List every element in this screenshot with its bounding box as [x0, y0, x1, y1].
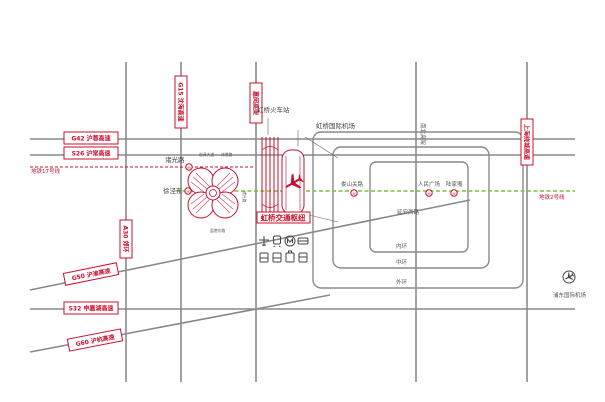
hw-label-s26: S26 沪常高速 [63, 146, 119, 160]
station-loushan: M [350, 189, 358, 197]
pudong-airport-icon [562, 270, 576, 284]
expo-road-east: 诸光路 [242, 191, 247, 203]
hongqiao-airport-label: 虹桥国际机场 [316, 121, 356, 130]
svg-text:上海绕城高速: 上海绕城高速 [523, 124, 531, 160]
station-peoples-square-label: 人民广场 [418, 180, 441, 188]
coach-icon [297, 237, 309, 245]
hub-label: 虹桥交通枢纽 [261, 213, 306, 223]
taxi-icon [285, 250, 295, 263]
svg-text:S26 沪常高速: S26 沪常高速 [72, 150, 111, 158]
middle-ring [332, 146, 490, 269]
svg-text:嘉闵高架: 嘉闵高架 [252, 90, 260, 115]
expo-road-north: 崧泽大道 [199, 152, 214, 157]
svg-text:M: M [427, 192, 430, 196]
svg-text:M: M [187, 166, 190, 170]
inner-ring [369, 161, 469, 253]
station-lujiazui-label: 陆家嘴 [446, 180, 463, 188]
hw-label-g42: G42 沪蓉高速 [63, 131, 119, 145]
middle-ring-label: 中环 [396, 258, 408, 266]
station-peoples-square: M [425, 189, 433, 197]
plane-icon [259, 236, 269, 246]
station-zhuguang: M [185, 163, 193, 171]
svg-text:S32 申嘉湖高速: S32 申嘉湖高速 [69, 305, 114, 313]
hongqiao-rail-label: 虹桥火车站 [257, 105, 290, 114]
train-icon [273, 235, 281, 248]
svg-text:M: M [352, 192, 355, 196]
car-icon [298, 252, 308, 263]
station-zhuguang-label: 诸光路 [165, 155, 185, 164]
metro-icon [284, 235, 296, 247]
hw-label-g15: G15 沈海高速 [174, 75, 188, 129]
hw-label-upper-ring: 上海绕城高速 [520, 118, 534, 166]
hw-label-s32: S32 申嘉湖高速 [63, 301, 119, 315]
expo-center [187, 167, 239, 219]
svg-text:A30 郊环: A30 郊环 [122, 225, 130, 252]
leader-airport-2 [304, 136, 339, 159]
hw-label-a30: A30 郊环 [119, 219, 133, 259]
outer-ring [312, 131, 524, 289]
yanan-west-label: 延安西路 [397, 208, 420, 216]
hongqiao-rail-tracks [261, 137, 279, 214]
station-lujiazui: M [450, 189, 458, 197]
pudong-airport-label: 浦东国际机场 [553, 291, 587, 299]
outer-ring-label: 外环 [396, 278, 408, 286]
hw-label-g60: G60 沪杭高速 [66, 328, 124, 352]
svg-text:M: M [186, 190, 189, 194]
hw-label-g50: G50 沪渝高速 [62, 262, 120, 286]
inner-ring-label: 内环 [396, 242, 408, 250]
svg-text:G42 沪蓉高速: G42 沪蓉高速 [71, 135, 110, 143]
svg-text:M: M [452, 192, 455, 196]
expo-road-south: 盈港东路 [210, 228, 225, 233]
bus-icon [259, 252, 269, 263]
expo-road-northeast: 涞港路 [221, 152, 233, 157]
bus-icon [272, 252, 282, 263]
airplane-icon [285, 173, 304, 189]
transport-icons [259, 235, 309, 263]
station-xujingdong-label: 徐泾东 [163, 186, 183, 195]
svg-text:G15 沈海高速: G15 沈海高速 [177, 82, 185, 121]
hw-label-jiamin: 嘉闵高架 [249, 82, 263, 124]
station-loushan-label: 娄山关路 [341, 180, 364, 188]
station-xujingdong: M [184, 187, 192, 195]
hub-label-box [256, 211, 311, 224]
nanbei-elevated-label: 南北高架 [419, 123, 427, 146]
line17-label: 地铁17号线 [31, 167, 60, 175]
line2-label: 地铁2号线 [539, 193, 565, 201]
